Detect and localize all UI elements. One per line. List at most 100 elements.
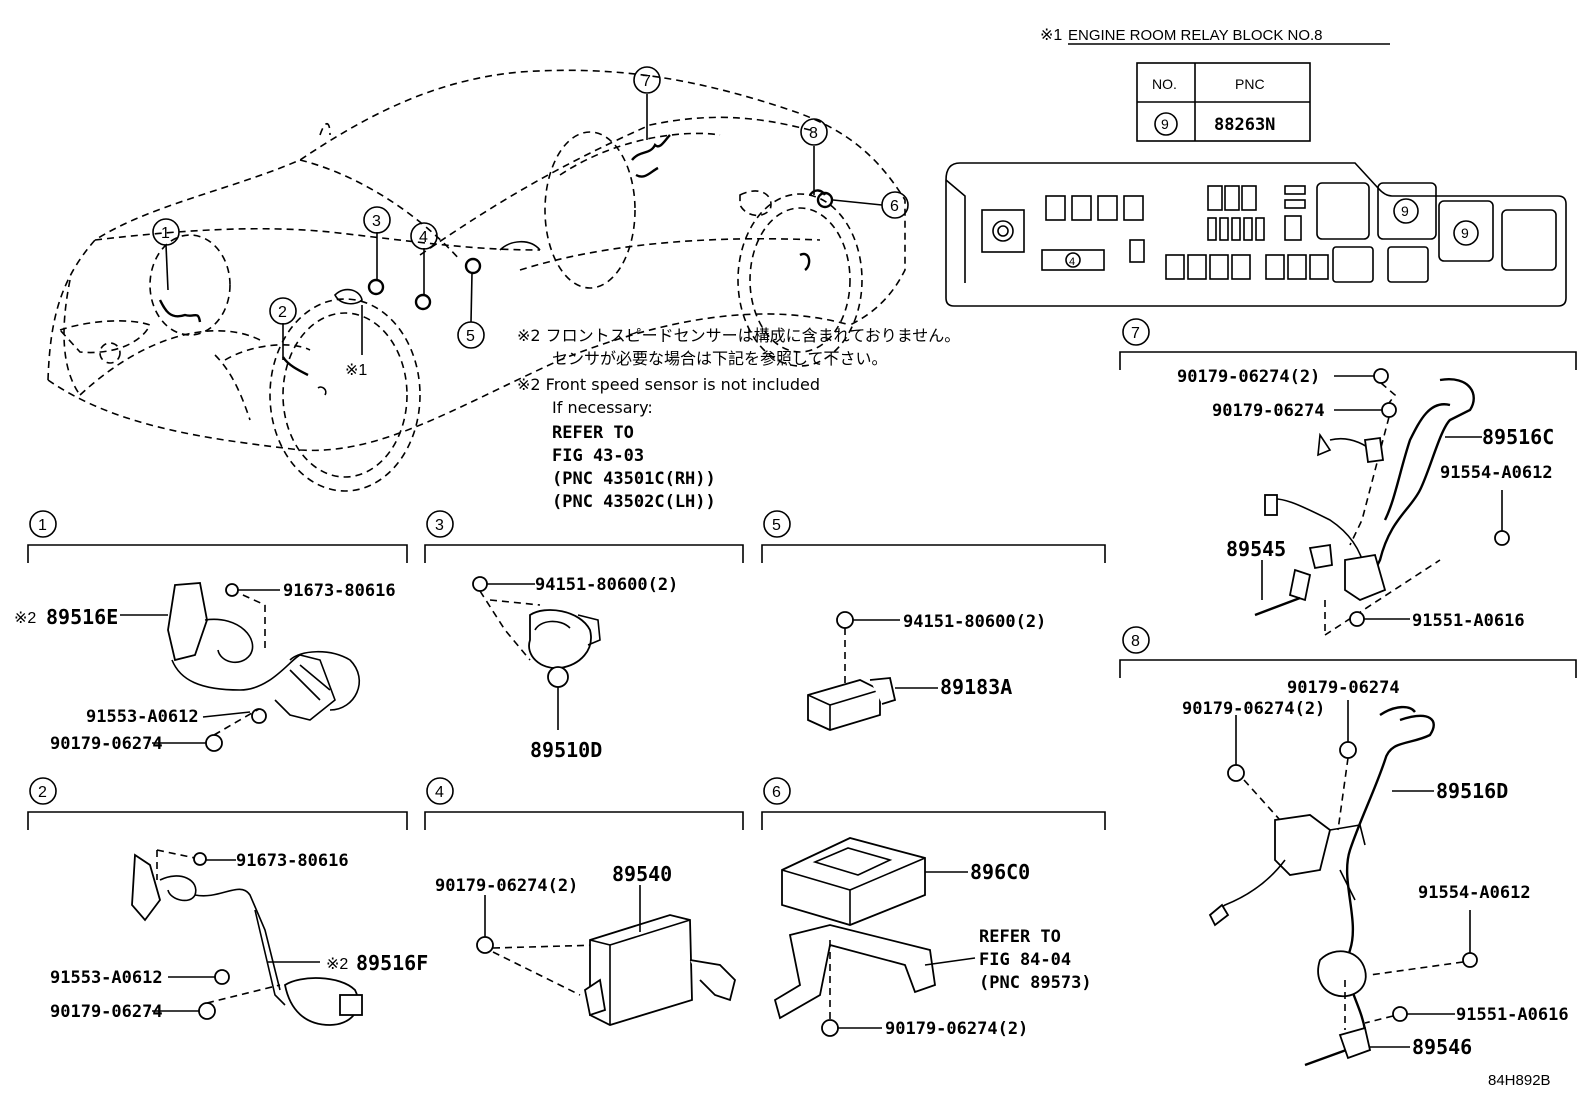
s5-part-94151-80600: 94151-80600(2) <box>903 612 1046 632</box>
svg-text:7: 7 <box>642 73 651 90</box>
svg-text:6: 6 <box>890 198 899 215</box>
s2-mark: ※2 <box>326 956 348 973</box>
s8-part-90179-06274: 90179-06274 <box>1287 678 1400 698</box>
s3-part-94151-80600: 94151-80600(2) <box>535 575 678 595</box>
s4-part-90179-06274-2: 90179-06274(2) <box>435 876 578 896</box>
svg-text:5: 5 <box>466 328 475 345</box>
section-5-bracket <box>761 544 1106 563</box>
s7-part-90179-06274-2: 90179-06274(2) <box>1177 367 1320 387</box>
relay-block-bolt <box>992 220 1014 242</box>
s1-mark: ※2 <box>14 610 36 627</box>
note-jp-2: センサが必要な場合は下記を参照して下さい。 <box>552 349 888 368</box>
note-refer-2: FIG 43-03 <box>552 446 644 466</box>
section-4-bracket <box>424 811 744 830</box>
bolt-91673-80616-s2 <box>193 852 207 866</box>
note-en-1: ※2 Front speed sensor is not included <box>517 375 820 394</box>
s2-part-89516F: 89516F <box>356 951 428 975</box>
section-3: 3 94151-80600(2) 89510D <box>424 510 744 762</box>
nut-90179-06274-2-s7 <box>1373 368 1389 384</box>
section-6-bracket <box>761 811 1106 830</box>
s2-part-91673-80616: 91673-80616 <box>236 851 349 871</box>
section-3-number: 3 <box>435 517 444 534</box>
vehicle-overview: 1 2 3 4 5 7 8 6 ※1 <box>47 66 909 492</box>
section-4-number: 4 <box>435 784 444 801</box>
svg-text:3: 3 <box>372 213 381 230</box>
title-text: ENGINE ROOM RELAY BLOCK NO.8 <box>1068 27 1323 44</box>
module-896C0 <box>781 837 926 926</box>
svg-text:8: 8 <box>809 125 818 142</box>
nut-90179-06274-2-s8 <box>1227 764 1245 782</box>
s1-part-91553-A0612: 91553-A0612 <box>86 707 199 727</box>
nut-90179-06274-s2 <box>198 1002 216 1020</box>
s8-part-89516D: 89516D <box>1436 779 1508 803</box>
bolt-91554-A0612 <box>1494 530 1510 546</box>
s7-part-90179-06274: 90179-06274 <box>1212 401 1325 421</box>
relay-block-title: ※1 ENGINE ROOM RELAY BLOCK NO.8 <box>1040 27 1390 45</box>
nut-94151-80600 <box>472 576 488 592</box>
car-roof-outline <box>47 69 906 381</box>
section-8-bracket <box>1119 659 1577 678</box>
relay-table-header-pnc: PNC <box>1235 76 1265 92</box>
s2-part-91553-A0612: 91553-A0612 <box>50 968 163 988</box>
relay-table-row-pnc: 88263N <box>1214 115 1275 135</box>
note-en-2: If necessary: <box>552 398 653 417</box>
section-2: 2 91673-80616 ※2 89516F 91553-A0612 9017… <box>27 777 428 1026</box>
sensor-89516F <box>131 853 161 922</box>
section-8: 8 90179-06274 90179-06274(2) 89516D 9155… <box>1119 626 1577 1067</box>
relay-9b <box>1438 200 1494 262</box>
s6-part-90179-06274-2: 90179-06274(2) <box>885 1019 1028 1039</box>
s1-part-91673-80616: 91673-80616 <box>283 581 396 601</box>
s5-part-89183A: 89183A <box>940 675 1012 699</box>
section-8-number: 8 <box>1131 633 1140 650</box>
s6-refer-2: FIG 84-04 <box>979 950 1071 970</box>
relay-9a <box>1377 182 1437 240</box>
relay-block-drawing: 4 9 9 <box>945 162 1567 307</box>
sensor-89545 <box>1254 596 1301 617</box>
section-7: 7 90179-06274(2) 90179-06274 89516C 9155… <box>1119 318 1577 636</box>
relay-slot-9a: 9 <box>1401 203 1409 219</box>
car-callout-1: 1 <box>152 218 180 246</box>
harness-89516C <box>1368 378 1475 581</box>
bracket-89573 <box>773 924 936 1020</box>
section-1-number: 1 <box>38 517 47 534</box>
s7-part-91551-A0616: 91551-A0616 <box>1412 611 1525 631</box>
section-3-bracket <box>424 544 744 563</box>
relay-table-row-no: 9 <box>1161 116 1169 132</box>
s6-refer-3: (PNC 89573) <box>979 973 1092 993</box>
relay-slot-4: 4 <box>1069 256 1075 268</box>
sensor-notes: ※2 フロントスピードセンサーは構成に含まれておりません。 センサが必要な場合は… <box>517 326 960 512</box>
section-6: 6 896C0 REFER TO FIG 84-04 (PNC 89573) 9… <box>761 777 1106 1039</box>
s6-part-896C0: 896C0 <box>970 860 1030 884</box>
car-callout-5: 5 <box>457 321 485 349</box>
bolt-91553-A0612-s2 <box>214 969 230 985</box>
section-2-bracket <box>27 811 408 830</box>
section-6-number: 6 <box>772 784 781 801</box>
sensor-89516E <box>167 582 208 662</box>
car-marker-1: ※1 <box>345 362 367 379</box>
nut-90179-06274-s7 <box>1381 402 1397 418</box>
sensor-89183A <box>807 679 881 731</box>
relay-slot-9b: 9 <box>1461 225 1469 241</box>
nut-94151-80600-s5 <box>836 611 854 629</box>
car-callout-4: 4 <box>410 222 438 250</box>
sensor-89510D <box>528 609 592 669</box>
car-callout-3: 3 <box>363 206 391 234</box>
s7-part-89516C: 89516C <box>1482 425 1554 449</box>
s2-part-90179-06274: 90179-06274 <box>50 1002 163 1022</box>
svg-text:2: 2 <box>278 304 287 321</box>
note-refer-3: (PNC 43501C(RH)) <box>552 469 716 489</box>
car-callout-2: 2 <box>269 297 297 325</box>
figure-id: 84H892B <box>1488 1072 1551 1089</box>
svg-text:1: 1 <box>161 225 170 242</box>
s8-part-91551-A0616: 91551-A0616 <box>1456 1005 1569 1025</box>
s3-part-89510D: 89510D <box>530 738 602 762</box>
s4-part-89540: 89540 <box>612 862 672 886</box>
relay-block-housing <box>945 162 1567 307</box>
bolt-91551-A0616 <box>1349 611 1365 627</box>
bolt-91554-A0612-s8 <box>1462 952 1478 968</box>
s7-part-91554-A0612: 91554-A0612 <box>1440 463 1553 483</box>
section-2-number: 2 <box>38 784 47 801</box>
relay-table: NO. PNC 9 88263N <box>1136 62 1311 142</box>
note-refer-1: REFER TO <box>552 423 634 443</box>
